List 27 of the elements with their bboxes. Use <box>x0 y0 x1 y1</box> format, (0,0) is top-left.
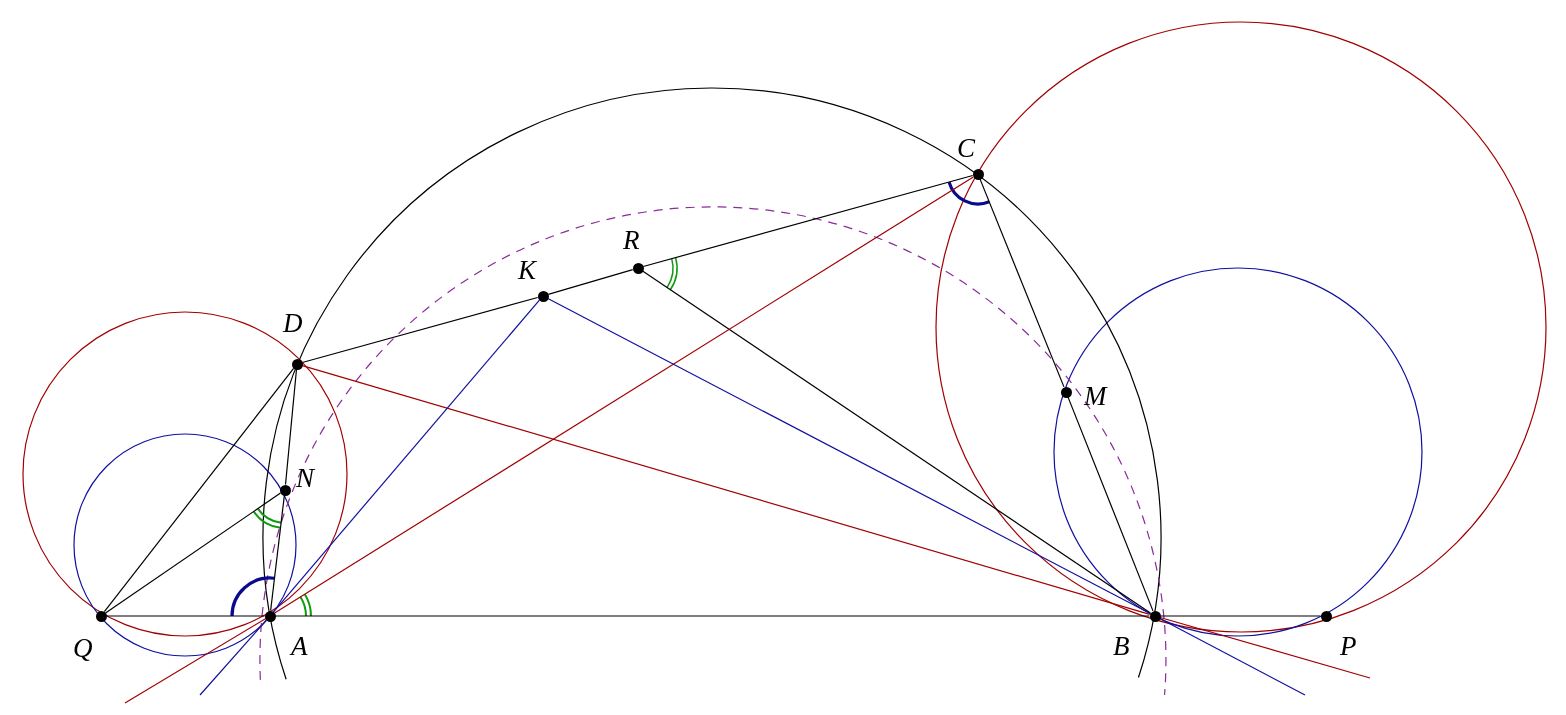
line-segment <box>104 492 282 614</box>
point-label: Q <box>73 635 93 662</box>
point-label: M <box>1084 383 1107 410</box>
line-segment <box>103 367 295 613</box>
line-segment <box>641 270 1152 614</box>
line-segment <box>105 615 266 617</box>
line-segment <box>284 368 298 486</box>
point-label: C <box>957 135 975 162</box>
line-segment <box>274 176 974 614</box>
line-segment <box>301 364 1151 616</box>
line-segment <box>979 178 1065 388</box>
point-label: A <box>291 633 308 660</box>
line-segment <box>642 174 974 268</box>
point-label: R <box>623 227 640 254</box>
line-segment <box>272 299 541 613</box>
point-label: K <box>518 257 536 284</box>
line-segment <box>547 297 1151 615</box>
point-label: P <box>1340 633 1357 660</box>
line-segment <box>301 296 539 364</box>
line-segment <box>274 615 1151 617</box>
point-label: B <box>1113 633 1130 660</box>
point-label: N <box>296 465 314 492</box>
point-label: D <box>283 310 303 337</box>
line-segment <box>1159 615 1322 617</box>
line-segment <box>1067 396 1154 612</box>
line-segment <box>270 494 285 612</box>
line-segment <box>547 268 634 296</box>
